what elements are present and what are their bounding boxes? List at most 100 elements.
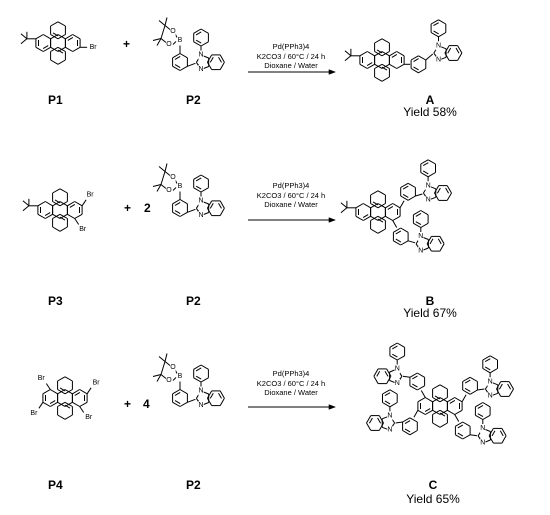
base-temp-time-text-2: K2CO3 / 60°C / 24 h [256, 190, 326, 200]
atom-label-bg [418, 246, 424, 256]
reactant-p2-structure-1-bond [187, 62, 196, 67]
reactant-p2-structure-1-bond [158, 20, 166, 26]
product-c-structure-bond [425, 409, 433, 415]
product-c-structure-bond [392, 345, 398, 350]
atom-label-bg [170, 27, 176, 36]
reactant-label-p4: P4 [48, 478, 63, 492]
reactant-p4-structure-bond [72, 389, 80, 395]
reactant-p2-structure-2-bond [187, 208, 196, 213]
product-c-structure-bond [389, 342, 398, 348]
reactant-p3-structure-bond [69, 203, 76, 208]
product-a-structure-bond [374, 76, 383, 82]
reactant-p2-structure-2-bond [174, 201, 181, 206]
nitrogen-label: N [199, 198, 204, 205]
reactant-label-p2-3: P2 [186, 478, 201, 492]
yield-a: Yield 58% [403, 105, 457, 119]
reactant-label-p3: P3 [48, 294, 63, 308]
product-c-structure-bond [417, 397, 426, 403]
product-a-structure-bond [438, 32, 447, 38]
atom-label-bg [36, 374, 47, 383]
atom-label-bg [170, 173, 176, 182]
nitrogen-label: N [418, 233, 423, 240]
atom-label-bg [425, 181, 431, 191]
atom-label-bg [170, 363, 176, 372]
product-c-structure-bond [447, 409, 455, 415]
bromine-label: Br [93, 379, 101, 386]
reactant-p4-structure-bond [72, 401, 80, 407]
reactant-p2-structure-1-bond [209, 57, 214, 63]
reactant-p2-structure-3-bond [172, 389, 181, 395]
reactant-p2-structure-1-bond [218, 57, 222, 63]
product-c-structure-bond [439, 409, 448, 415]
product-b-structure-bond [395, 238, 402, 243]
nitrogen-label: N [488, 393, 493, 400]
product-b-structure-bond [392, 203, 401, 209]
reactant-p3-structure-bond [52, 201, 61, 207]
reactant-p2-structure-1-bond [195, 31, 202, 36]
reactant-p2-structure-3-bond [179, 389, 188, 395]
reactant-p2-structure-3-bond [174, 400, 181, 405]
oxygen-label: O [170, 174, 176, 181]
reactant-p3-structure-bond [52, 226, 61, 232]
plus-sign-1: + [123, 37, 131, 51]
product-c-structure-bond [508, 388, 514, 397]
atom-label-bg [177, 182, 183, 191]
nitrogen-label: N [199, 52, 204, 59]
reactant-p1-structure-bond [50, 46, 59, 52]
reactant-p3-structure-bond [44, 212, 51, 217]
reactant-p3-structure-bond [45, 213, 53, 219]
product-b-structure-bond [422, 170, 429, 175]
reactant-p2-structure-3-bond [172, 401, 181, 407]
product-c-structure-bond [461, 394, 467, 403]
product-c-structure-bond [482, 414, 491, 420]
product-b-structure-bond [400, 195, 409, 201]
bromine-label: Br [38, 375, 46, 382]
reactant-p2-structure-1-bond [219, 54, 225, 63]
reactant-p4-structure-bond [57, 401, 66, 407]
product-c-structure-bond [498, 383, 503, 390]
nitrogen-label: N [426, 197, 431, 204]
reactant-p3-structure-bond [52, 188, 61, 194]
product-a-structure-bond [344, 50, 352, 57]
nitrogen-label: N [199, 388, 204, 395]
product-c-structure-bond [377, 417, 382, 424]
coefficient-3: 4 [143, 397, 150, 411]
product-b-structure-bond [422, 162, 429, 167]
reactant-p3-structure-bond [37, 213, 46, 219]
reactant-p2-structure-2-bond [195, 185, 202, 190]
product-b-structure-bond [363, 215, 371, 221]
reactant-p4-structure-bond [64, 389, 73, 395]
reactant-p2-structure-3-bond [158, 356, 166, 362]
product-a-structure-bond [381, 51, 390, 57]
product-c-structure-bond [417, 385, 425, 391]
reactant-p1-structure-bond [57, 59, 66, 65]
product-b-structure-bond [377, 190, 386, 196]
reactant-p2-structure-2-bond [193, 187, 202, 193]
product-a-structure-bond [430, 19, 439, 25]
reactant-p2-structure-1-bond [160, 38, 167, 43]
product-c-structure-bond [508, 381, 514, 390]
product-c-structure-bond [489, 355, 498, 361]
product-a-structure-bond [374, 63, 383, 69]
product-c-structure-bond [384, 392, 391, 397]
product-b-structure-bond [445, 187, 450, 194]
product-b-structure-bond [392, 215, 401, 221]
product-c-structure-bond [454, 409, 463, 415]
product-a-structure-bond [433, 30, 439, 35]
product-c-structure-bond [469, 376, 478, 382]
reactant-p3-structure-bond [59, 213, 68, 219]
product-b-structure-bond [439, 236, 445, 245]
reactant-p4-structure-bond [57, 414, 66, 420]
product-a-structure-bond [396, 63, 405, 69]
atom-label-bg [198, 210, 204, 220]
nitrogen-label: N [395, 380, 400, 387]
product-b-structure-bond [420, 222, 429, 228]
reactant-p2-structure-2-bond [156, 184, 162, 192]
bromine-label: Br [90, 44, 98, 51]
reactant-p4-structure-bond [45, 383, 51, 390]
reactant-label-p1: P1 [48, 93, 63, 107]
product-c-structure-bond [501, 428, 507, 437]
nitrogen-label: N [480, 439, 485, 446]
yield-c: Yield 65% [406, 492, 460, 506]
